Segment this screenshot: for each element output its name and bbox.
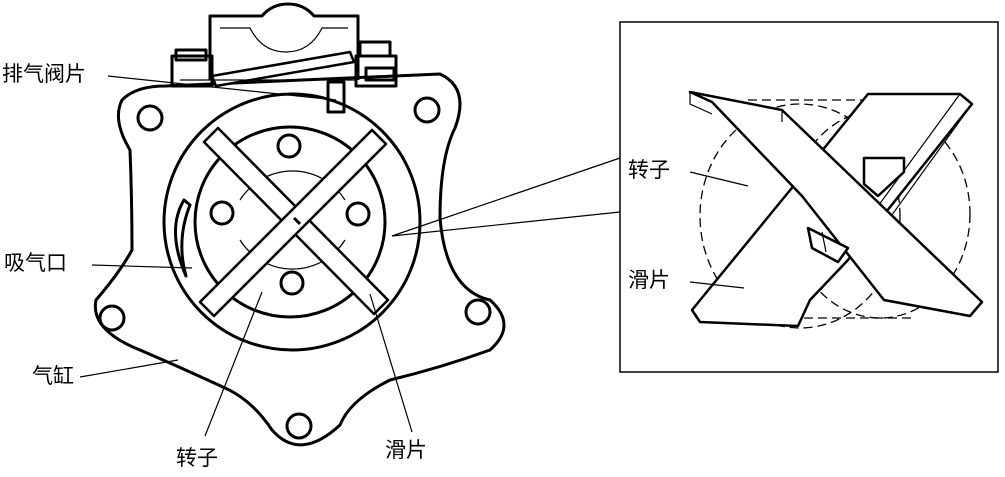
inset-3d-view <box>619 21 999 373</box>
intake-slot <box>174 198 192 278</box>
exhaust-valve-assembly <box>170 2 398 114</box>
label-rotor: 转子 <box>176 446 218 470</box>
leader-lines-left <box>79 75 413 437</box>
label-exhaust-valve: 排气阀片 <box>2 62 86 86</box>
inset-vane-front <box>688 90 984 318</box>
inset-rotor-dashed <box>699 99 971 329</box>
label-inset-vane: 滑片 <box>628 268 670 292</box>
bolt-holes <box>98 96 492 440</box>
rotor <box>193 125 387 319</box>
leader-lines-inset-labels <box>689 171 749 289</box>
label-intake-port: 吸气口 <box>4 251 67 275</box>
leader-lines-inset <box>391 157 621 237</box>
pump-cross-section <box>93 2 506 447</box>
label-inset-rotor: 转子 <box>628 158 670 182</box>
cylinder-bore <box>162 92 422 352</box>
label-vane: 滑片 <box>385 438 427 462</box>
cylinder-housing <box>93 72 506 447</box>
label-cylinder: 气缸 <box>32 364 74 388</box>
rotor-vanes <box>198 126 390 318</box>
inset-vane-notch <box>806 156 906 264</box>
